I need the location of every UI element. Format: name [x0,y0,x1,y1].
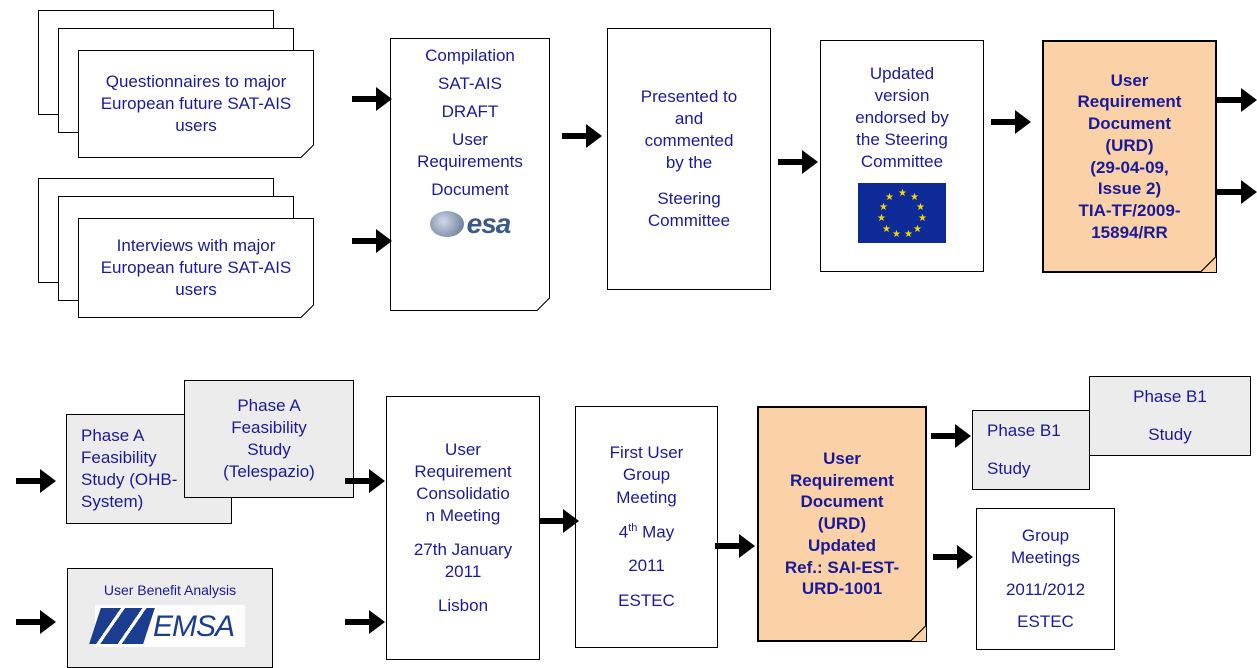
consolidation-line: Consolidatio [416,483,510,503]
consolidation-line: Requirement [414,461,512,481]
esa-logo-text: esa [466,207,512,239]
updated-text: Updated version endorsed by the Steering… [855,64,949,172]
date-day: 4 [618,522,629,542]
first-meeting-line: Meeting [616,487,677,507]
compilation-line: Compilation [425,46,515,65]
compilation-line: SAT-AIS [438,74,502,94]
group-meetings-line: Group [1021,525,1070,545]
arrow-icon [16,610,56,634]
interviews-text: Interviews with major European future SA… [100,235,292,300]
consolidation-line: 2011 [444,562,482,582]
urd-line: User [1110,70,1149,90]
interviews-box: Interviews with major European future SA… [78,218,314,318]
questionnaires-box: Questionnaires to major European future … [78,50,314,158]
consolidation-line: n Meeting [425,505,501,525]
arrow-icon [1217,180,1257,204]
arrow-icon [991,110,1031,134]
phase-b1-back-line: Phase B1 [1133,386,1207,406]
date-month: May [637,522,675,542]
group-meetings-box: Group Meetings 2011/2012 ESTEC [976,508,1115,650]
arrow-icon [1217,88,1257,112]
urd-updated-line: Document [800,492,884,512]
arrow-icon [715,534,755,558]
phase-a-telespazio-text: Phase A Feasibility Study (Telespazio) [223,395,315,482]
emsa-logo: EMSA [89,605,245,648]
urd-box: User Requirement Document (URD) (29-04-0… [1042,40,1217,273]
user-benefit-box: User Benefit Analysis EMSA [67,568,273,668]
urd-line: Issue 2) [1097,179,1162,199]
user-benefit-text: User Benefit Analysis [103,582,237,598]
esa-globe-icon [429,210,464,237]
presented-box: Presented to and commented by the Steeri… [607,28,771,290]
arrow-icon [562,124,602,148]
urd-updated-line: (URD) [817,514,867,534]
arrow-icon [539,509,579,533]
compilation-line: DRAFT [441,102,499,122]
urd-line: (29-04-09, [1090,157,1169,177]
phase-b1-front-line: Phase B1 [987,420,1061,440]
phase-a-ohb-text: Phase A Feasibility Study (OHB-System) [81,425,178,512]
compilation-line: User [452,130,488,150]
urd-updated-line: Ref.: SAI-EST- [784,557,900,577]
presented-line: Steering [657,189,721,209]
phase-b1-back-line: Study [1148,425,1192,444]
arrow-icon [352,87,392,111]
first-meeting-line: 2011 [628,556,665,576]
arrow-icon [345,610,385,634]
phase-a-telespazio-box: Phase A Feasibility Study (Telespazio) [184,380,354,498]
updated-box: Updated version endorsed by the Steering… [820,40,984,272]
phase-b1-front-box: Phase B1 Study [972,410,1090,490]
group-meetings-line: Meetings [1011,547,1080,567]
arrow-icon [931,424,971,448]
arrow-icon [933,545,973,569]
consolidation-line: Lisbon [437,596,489,616]
consolidation-line: 27th January [413,540,513,560]
presented-line: commented [644,130,734,150]
first-meeting-line: Group [622,465,671,485]
urd-line: (URD) [1105,135,1154,155]
urd-line: Requirement [1077,92,1182,112]
first-meeting-box: First User Group Meeting 4th May 2011 ES… [575,406,718,648]
arrow-icon [16,469,56,493]
presented-line: Presented to [640,86,738,106]
arrow-icon [778,150,818,174]
urd-updated-line: User [823,448,861,468]
first-meeting-line: First User [609,443,684,463]
compilation-box: Compilation SAT-AIS DRAFT User Requireme… [390,38,550,311]
arrow-icon [352,229,392,253]
phase-b1-back-box: Phase B1 Study [1089,376,1251,456]
urd-updated-box: User Requirement Document (URD) Updated … [757,406,927,642]
presented-line: and [674,108,704,128]
compilation-line: Requirements [417,152,523,172]
eu-flag-icon: ★ ★ ★ ★ ★ ★ ★ ★ ★ ★ ★ ★ [858,183,946,244]
urd-updated-line: Updated [808,535,876,555]
first-meeting-date: 4th May [619,521,675,544]
date-suffix: th [628,521,638,534]
urd-line: Document [1087,114,1172,133]
group-meetings-line: 2011/2012 [1005,580,1086,599]
phase-b1-front-line: Study [987,459,1031,478]
presented-line: by the [665,153,713,172]
compilation-line: Document [431,180,509,200]
emsa-logo-text: EMSA [153,609,235,643]
first-meeting-line: ESTEC [618,590,675,610]
urd-updated-line: Requirement [790,470,894,490]
presented-line: Committee [647,211,731,231]
urd-line: 15894/RR [1091,222,1168,242]
esa-logo: esa [429,206,512,242]
questionnaires-text: Questionnaires to major European future … [100,71,292,136]
consolidation-line: User [445,439,481,459]
urd-line: TIA-TF/2009- [1078,201,1181,220]
emsa-mark-icon [89,608,155,645]
consolidation-box: User Requirement Consolidatio n Meeting … [386,396,540,660]
group-meetings-line: ESTEC [1017,612,1074,632]
urd-updated-line: URD-1001 [801,579,883,599]
